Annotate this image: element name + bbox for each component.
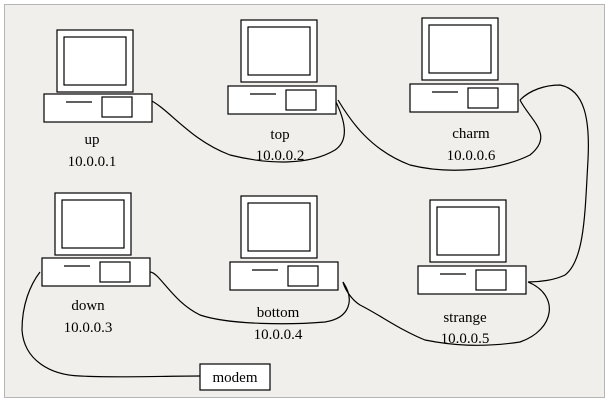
screen xyxy=(436,206,500,256)
host-ip-strange: 10.0.0.5 xyxy=(441,331,490,347)
cable-up-top xyxy=(149,99,345,163)
screen xyxy=(61,199,125,249)
host-ip-top: 10.0.0.2 xyxy=(256,148,305,164)
computer-top: top 10.0.0.2 xyxy=(227,19,337,164)
computer-strange: strange 10.0.0.5 xyxy=(417,199,527,347)
cable-down-modem xyxy=(21,271,201,378)
cpu-icon xyxy=(417,265,527,295)
computer-charm: charm 10.0.0.6 xyxy=(409,17,519,164)
cables xyxy=(21,84,589,378)
cable-charm-strange xyxy=(519,84,589,283)
screen xyxy=(247,202,311,252)
host-ip-charm: 10.0.0.6 xyxy=(447,148,496,164)
cpu-icon xyxy=(229,261,339,291)
drive-bay xyxy=(101,96,133,118)
computer-down: down 10.0.0.3 xyxy=(41,192,151,336)
host-ip-up: 10.0.0.1 xyxy=(68,154,117,170)
host-name-strange: strange xyxy=(443,310,487,326)
cable-strange-bottom xyxy=(342,281,550,346)
cable-bottom-down xyxy=(149,271,350,325)
modem-label: modem xyxy=(213,370,258,386)
cable-top-charm xyxy=(337,99,542,171)
computer-up: up 10.0.0.1 xyxy=(43,29,153,170)
host-ip-down: 10.0.0.3 xyxy=(64,320,113,336)
cpu-icon xyxy=(409,83,519,113)
screen xyxy=(247,26,311,76)
host-name-bottom: bottom xyxy=(257,305,300,321)
host-name-top: top xyxy=(270,127,289,143)
modem: modem xyxy=(199,363,271,391)
screen xyxy=(63,36,127,86)
host-name-down: down xyxy=(71,298,105,314)
cpu-icon xyxy=(227,85,337,115)
drive-bay xyxy=(99,261,131,283)
drive-bay xyxy=(285,89,317,111)
cpu-icon xyxy=(43,93,153,123)
modem-box xyxy=(199,363,271,391)
drive-bay xyxy=(467,87,499,109)
cpu-icon xyxy=(41,257,151,287)
screen xyxy=(428,24,492,74)
computer-bottom: bottom 10.0.0.4 xyxy=(229,195,339,343)
drive-bay xyxy=(475,269,507,291)
host-name-up: up xyxy=(85,132,100,148)
host-name-charm: charm xyxy=(452,126,490,142)
host-ip-bottom: 10.0.0.4 xyxy=(254,327,303,343)
drive-bay xyxy=(287,265,319,287)
